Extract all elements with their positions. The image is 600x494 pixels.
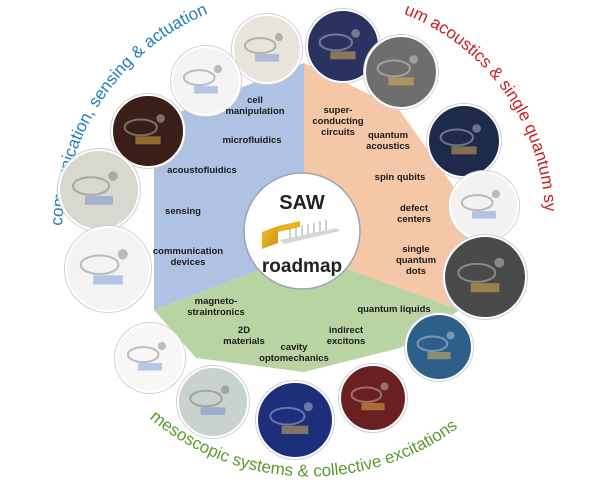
topic-label-line: quantum: [396, 255, 436, 266]
topic-label-line: magneto-: [195, 296, 238, 307]
topic-label-line: centers: [397, 214, 431, 225]
topic-label-line: optomechanics: [259, 353, 329, 364]
topic-label-line: cavity: [281, 342, 309, 353]
topic-label-line: communication: [153, 246, 223, 257]
center-badge: SAW roadmap: [243, 172, 361, 290]
center-subtitle: roadmap: [262, 256, 342, 277]
topic-label-line: conducting: [312, 116, 363, 127]
cavity-optomechanics-image: [255, 380, 335, 460]
acoustic-tweezer-diagram-image: [170, 45, 242, 117]
defect-center-circuit-image: [448, 170, 520, 242]
acoustofluidics-particles-image: [57, 148, 141, 232]
spin-qubit-device-image: [426, 103, 502, 179]
superconducting-circuit-image: [305, 8, 381, 84]
magnetostraintronics-diagram-image: [114, 322, 186, 394]
topic-label-line: sensing: [165, 206, 201, 217]
topic-label-line: quantum: [368, 130, 408, 141]
topic-label-line: excitons: [327, 336, 366, 347]
topic-label: microfluidics: [222, 135, 281, 146]
topic-label: sensing: [165, 206, 201, 217]
topic-label-line: straintronics: [187, 307, 245, 318]
quantum-acoustics-wave-image: [363, 34, 439, 110]
topic-label-line: indirect: [329, 325, 364, 336]
topic-label-line: manipulation: [225, 106, 284, 117]
image-ring: [57, 8, 528, 460]
topic-label: magneto-straintronics: [187, 296, 245, 318]
topic-label-line: quantum liquids: [357, 304, 430, 315]
quantum-dot-microscopy-image: [442, 234, 528, 320]
topic-label: quantum liquids: [357, 304, 430, 315]
topic-label-line: acoustofluidics: [167, 165, 237, 176]
topic-label-line: microfluidics: [222, 135, 281, 146]
indirect-excitons-image: [338, 363, 408, 433]
microfluidics-heatmap-image: [110, 93, 186, 169]
topic-label-line: 2D: [238, 325, 250, 336]
center-title: SAW: [279, 192, 325, 214]
topic-label-line: acoustics: [366, 141, 410, 152]
topic-label-line: dots: [406, 266, 426, 277]
topic-label-line: materials: [223, 336, 265, 347]
topic-label-line: circuits: [321, 127, 355, 138]
cell-manipulation-image: [231, 13, 303, 85]
topic-label: acoustofluidics: [167, 165, 237, 176]
topic-label-line: single: [402, 244, 429, 255]
communication-filter-diagram-image: [64, 225, 152, 313]
topic-label-line: devices: [171, 257, 206, 268]
mesoscopic-sector: [154, 253, 460, 372]
topic-label-line: super-: [323, 105, 352, 116]
quantum-liquid-device-image: [404, 312, 474, 382]
topic-label-line: cell: [247, 95, 263, 106]
2d-materials-device-image: [176, 365, 250, 439]
topic-label: spin qubits: [375, 172, 426, 183]
saw-device-icon: [262, 220, 340, 249]
topic-label-line: spin qubits: [375, 172, 426, 183]
topic-label-line: defect: [400, 203, 429, 214]
